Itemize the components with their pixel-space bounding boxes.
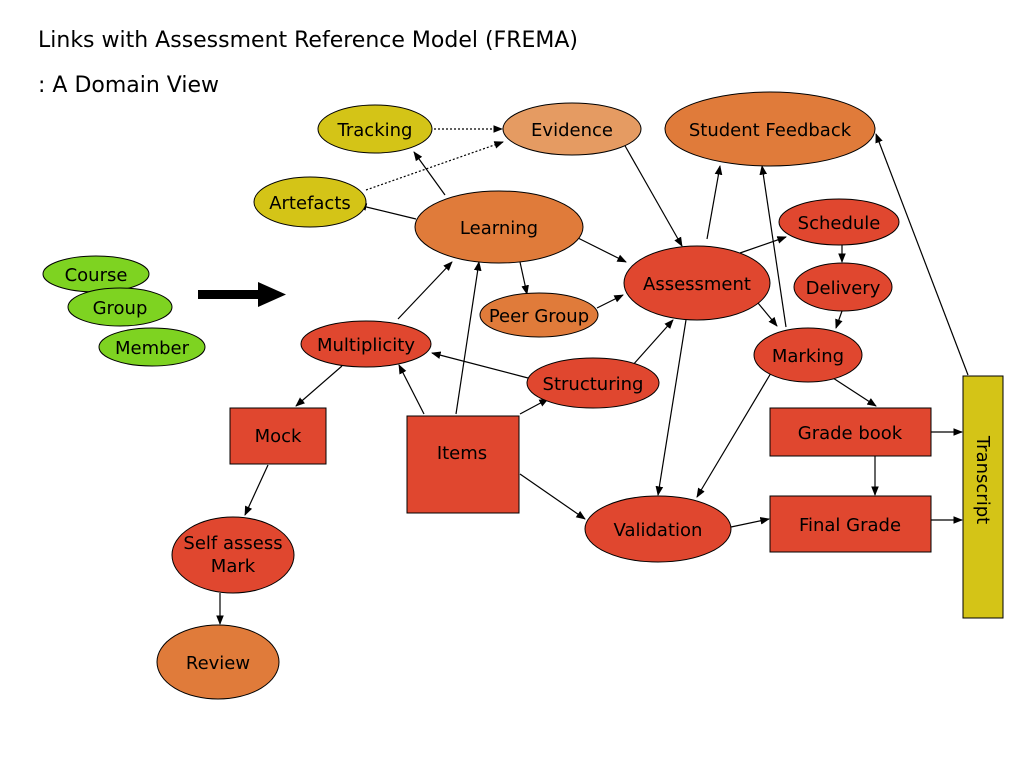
node-learning: Learning bbox=[414, 190, 584, 264]
edge-transcript-feedback bbox=[875, 133, 969, 376]
node-final-grade: Final Grade bbox=[769, 495, 932, 553]
label-items: Items bbox=[437, 443, 487, 464]
slide-title-line-1: Links with Assessment Reference Model (F… bbox=[38, 28, 578, 53]
node-structuring: Structuring bbox=[526, 357, 660, 409]
edges bbox=[216, 125, 969, 625]
label-self-assess-line1: Self assess bbox=[183, 533, 282, 554]
label-marking: Marking bbox=[772, 346, 844, 367]
edge-learning-tracking bbox=[413, 151, 446, 196]
edge-validation-finalgrade bbox=[730, 517, 770, 528]
edge-items-multiplicity bbox=[398, 364, 425, 415]
edge-assessment-marking bbox=[757, 302, 778, 327]
node-tracking: Tracking bbox=[317, 104, 433, 154]
label-learning: Learning bbox=[460, 218, 538, 239]
node-transcript: Transcript bbox=[962, 375, 1004, 619]
edge-marking-validation bbox=[696, 372, 772, 498]
edge-multiplicity-learning bbox=[397, 261, 453, 320]
edge-assessment-schedule bbox=[739, 236, 787, 254]
label-transcript: Transcript bbox=[972, 435, 993, 524]
label-evidence: Evidence bbox=[531, 120, 613, 141]
edge-structuring-multiplicity bbox=[431, 351, 529, 379]
node-evidence: Evidence bbox=[502, 102, 642, 156]
node-member: Member bbox=[98, 327, 206, 367]
edge-peergroup-assessment bbox=[596, 294, 624, 309]
edge-items-structuring bbox=[519, 398, 549, 415]
edge-evidence-assessment bbox=[623, 143, 683, 247]
big-arrow-icon bbox=[198, 282, 286, 307]
edge-marking-feedback bbox=[759, 165, 787, 328]
edge-assessment-feedback bbox=[706, 165, 723, 240]
label-course: Course bbox=[65, 265, 128, 286]
edge-delivery-marking bbox=[835, 310, 843, 329]
node-delivery: Delivery bbox=[793, 262, 893, 312]
node-validation: Validation bbox=[584, 495, 732, 563]
slide-title-line-2: : A Domain View bbox=[38, 73, 220, 98]
label-student-feedback: Student Feedback bbox=[689, 120, 852, 141]
node-artefacts: Artefacts bbox=[253, 176, 367, 228]
label-multiplicity: Multiplicity bbox=[317, 335, 415, 356]
label-tracking: Tracking bbox=[337, 120, 413, 141]
label-peer-group: Peer Group bbox=[489, 306, 589, 327]
label-grade-book: Grade book bbox=[798, 423, 903, 444]
label-schedule: Schedule bbox=[798, 213, 881, 234]
node-peer-group: Peer Group bbox=[479, 292, 599, 338]
edge-assessment-validation bbox=[655, 319, 687, 496]
node-items: Items bbox=[406, 415, 520, 514]
node-schedule: Schedule bbox=[778, 198, 900, 246]
label-structuring: Structuring bbox=[543, 374, 644, 395]
node-assessment: Assessment bbox=[623, 245, 771, 321]
node-course: Course bbox=[42, 255, 150, 293]
edge-multiplicity-mock bbox=[295, 365, 343, 407]
node-grade-book: Grade book bbox=[769, 407, 932, 457]
label-mock: Mock bbox=[255, 426, 302, 447]
label-assessment: Assessment bbox=[643, 274, 751, 295]
edge-learning-peer-group bbox=[519, 261, 529, 295]
label-self-assess-line2: Mark bbox=[211, 556, 256, 577]
edge-artefacts-evidence bbox=[365, 141, 504, 191]
node-multiplicity: Multiplicity bbox=[300, 320, 432, 368]
edge-structuring-assessment bbox=[631, 319, 674, 367]
node-mock: Mock bbox=[229, 407, 327, 465]
node-marking: Marking bbox=[753, 327, 863, 383]
edge-marking-gradebook bbox=[832, 377, 877, 407]
label-member: Member bbox=[115, 338, 190, 359]
edge-learning-assessment bbox=[577, 237, 627, 263]
label-validation: Validation bbox=[614, 520, 703, 541]
edge-learning-artefacts bbox=[357, 203, 417, 220]
label-delivery: Delivery bbox=[806, 278, 881, 299]
label-group: Group bbox=[93, 298, 148, 319]
label-final-grade: Final Grade bbox=[799, 515, 901, 536]
node-self-assess-mark: Self assess Mark bbox=[171, 516, 295, 594]
edge-mock-selfassess bbox=[244, 464, 269, 516]
edge-items-learning bbox=[455, 261, 482, 415]
label-artefacts: Artefacts bbox=[269, 193, 351, 214]
label-review: Review bbox=[186, 653, 250, 674]
node-review: Review bbox=[156, 624, 280, 700]
node-student-feedback: Student Feedback bbox=[664, 91, 876, 167]
node-group: Group bbox=[67, 287, 173, 327]
edge-items-validation bbox=[519, 473, 586, 520]
